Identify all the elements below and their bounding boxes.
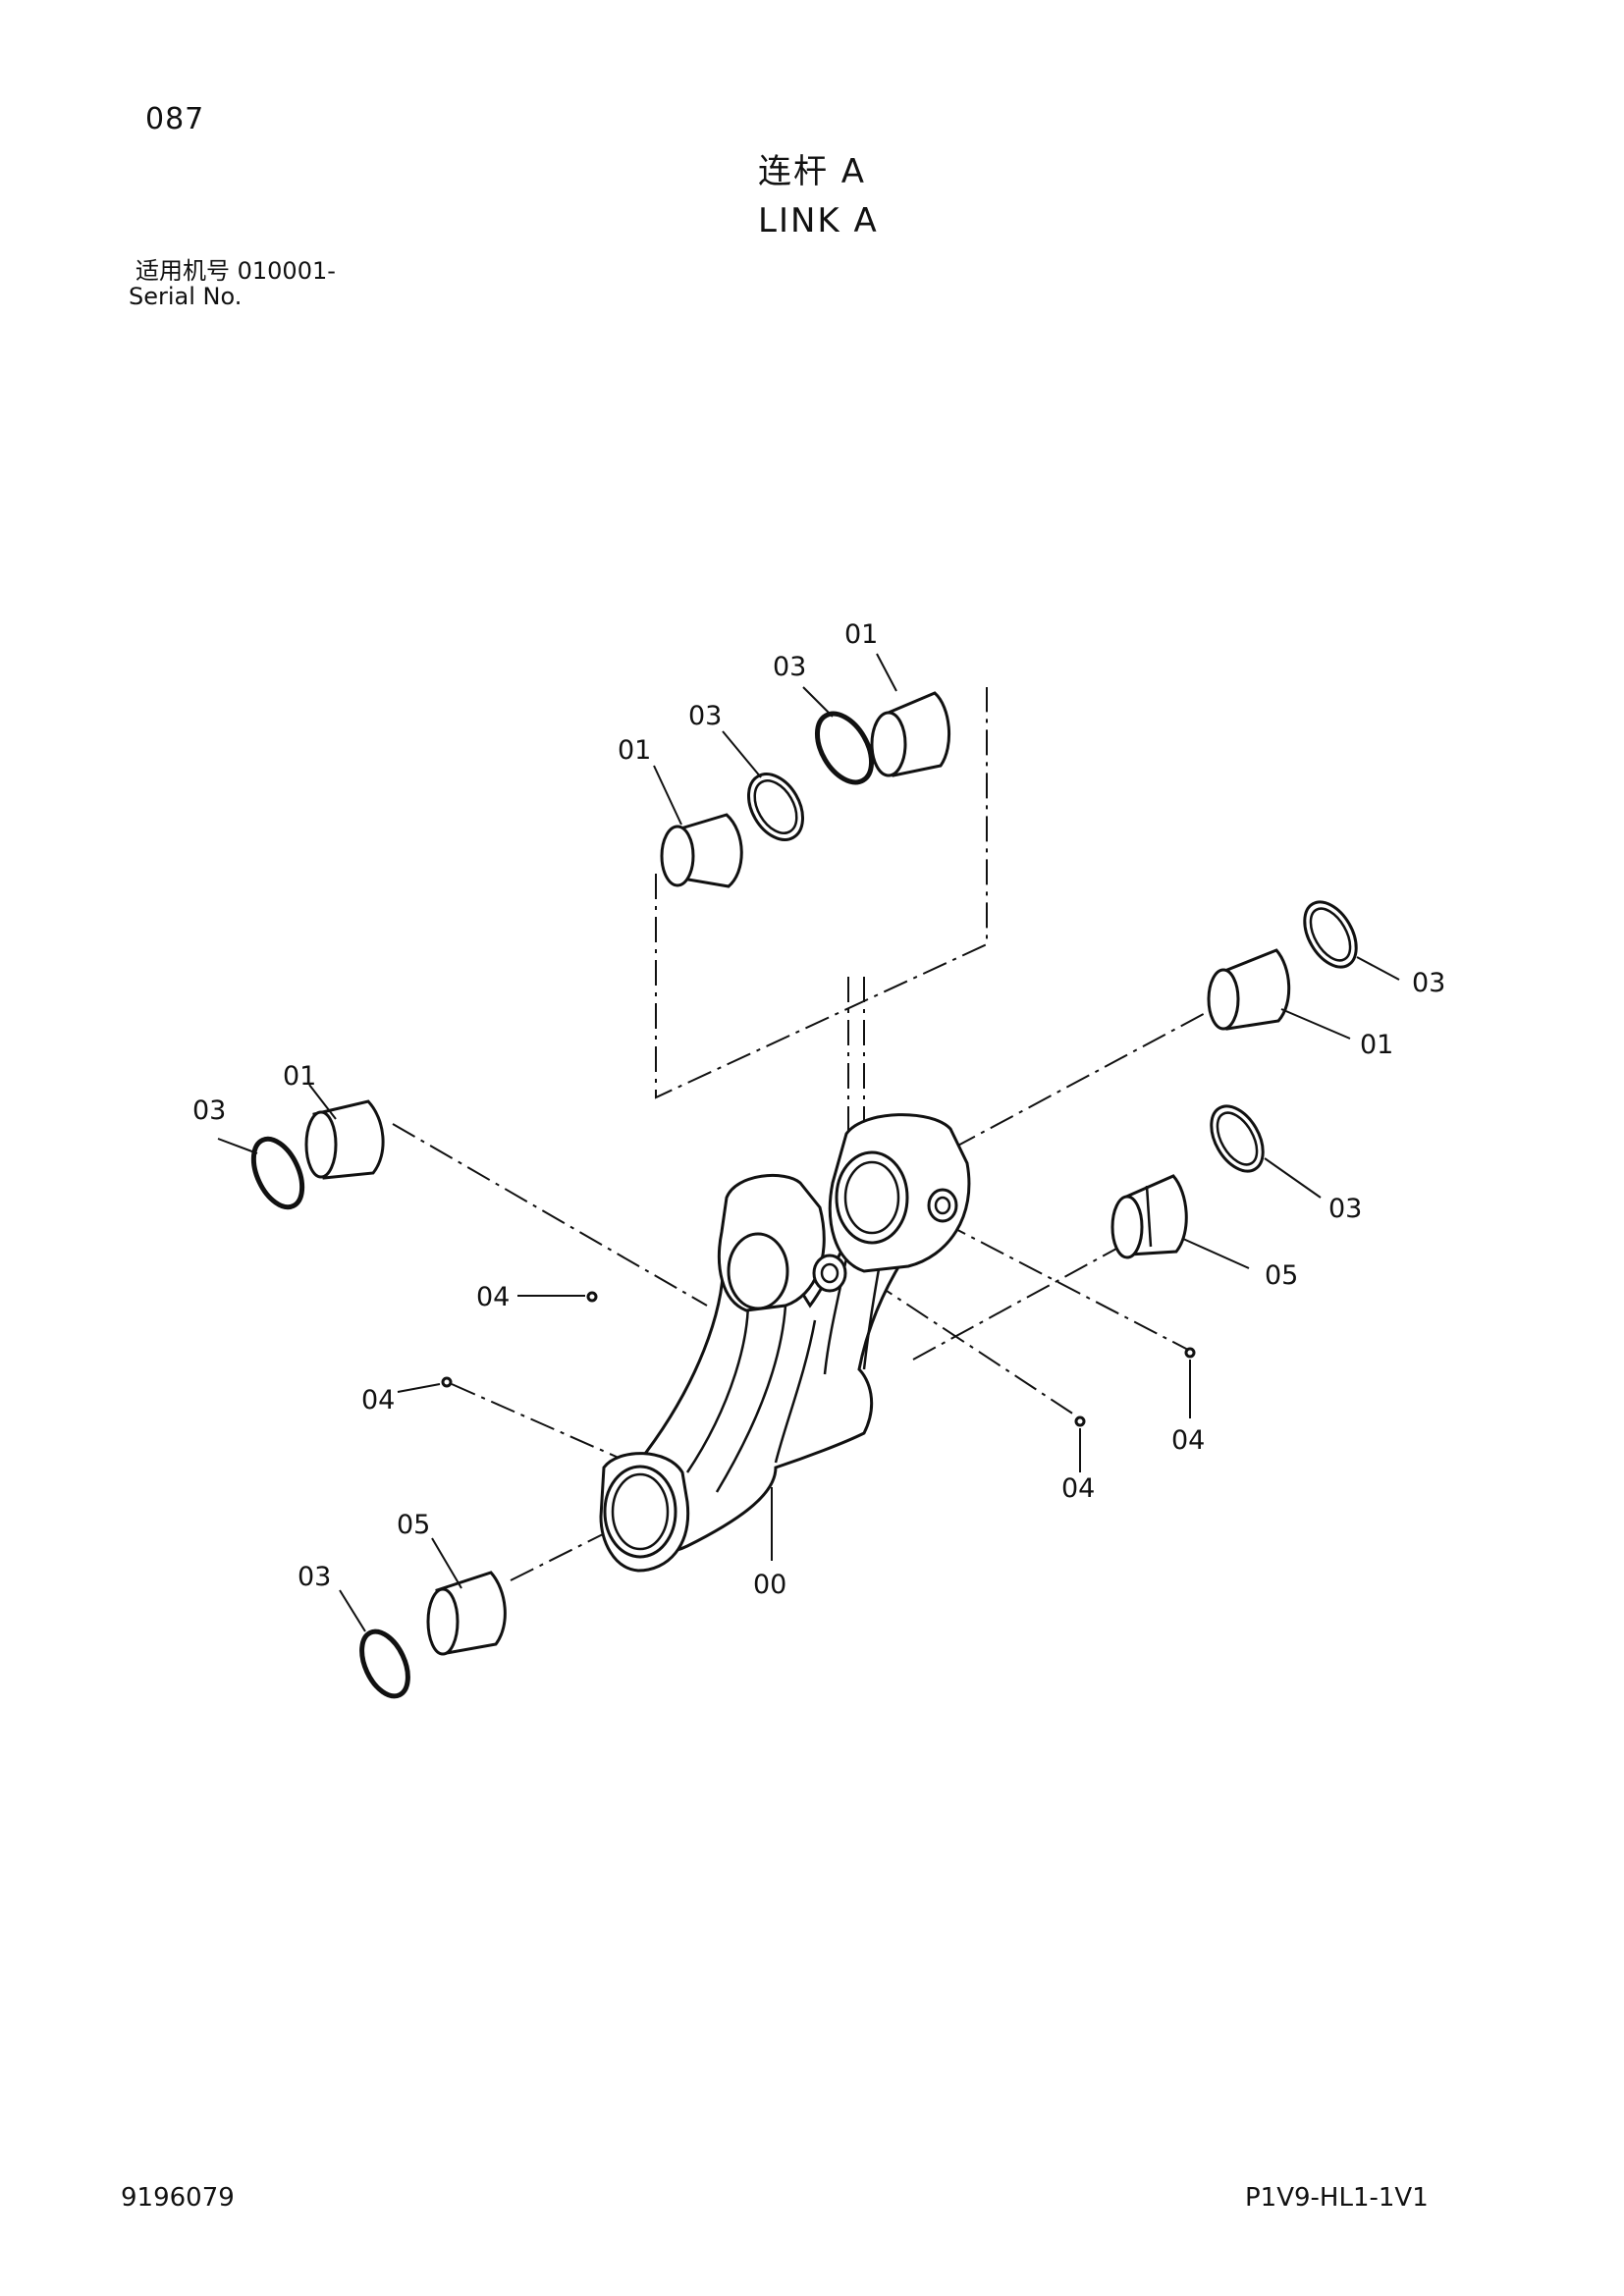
bushing-right-lower bbox=[1110, 1174, 1188, 1259]
serial-number-label-chinese: 适用机号 010001- bbox=[135, 257, 336, 285]
callout-01-left: 01 bbox=[283, 1061, 316, 1092]
document-code: P1V9-HL1-1V1 bbox=[1245, 2183, 1429, 2213]
callout-03-top-left: 03 bbox=[688, 701, 722, 731]
bushing-top-right bbox=[870, 691, 951, 777]
callout-03-right-top: 03 bbox=[1412, 968, 1445, 998]
page-number: 087 bbox=[145, 102, 205, 136]
callout-01-top-left: 01 bbox=[618, 735, 651, 766]
callout-00-link: 00 bbox=[753, 1570, 786, 1600]
bushing-top-left bbox=[660, 813, 743, 888]
bushing-right-upper bbox=[1207, 948, 1291, 1031]
title-chinese: 连杆 A bbox=[758, 152, 867, 191]
leader-lines bbox=[217, 653, 1400, 1632]
seal-rings bbox=[250, 711, 1358, 1699]
callout-04-upper-left: 04 bbox=[476, 1282, 510, 1312]
bushing-left bbox=[304, 1099, 385, 1180]
callout-04-left: 04 bbox=[361, 1385, 395, 1415]
callout-05-right: 05 bbox=[1265, 1260, 1298, 1291]
serial-number-label-english: Serial No. bbox=[129, 283, 243, 310]
callout-03-left: 03 bbox=[192, 1095, 226, 1126]
grease-fittings bbox=[441, 1291, 1196, 1427]
callout-labels: 01 03 03 01 03 01 01 03 03 05 04 04 04 0… bbox=[192, 619, 1445, 1600]
bushing-bottom bbox=[426, 1571, 507, 1656]
callout-03-top-right: 03 bbox=[773, 652, 806, 682]
callout-03-right-mid: 03 bbox=[1328, 1194, 1362, 1224]
callout-01-top-right: 01 bbox=[844, 619, 878, 650]
title-english: LINK A bbox=[758, 201, 879, 240]
callout-04-center: 04 bbox=[1061, 1473, 1095, 1504]
callout-04-right: 04 bbox=[1171, 1425, 1205, 1456]
document-number: 9196079 bbox=[121, 2183, 235, 2213]
link-a-body bbox=[599, 1113, 971, 1573]
callout-03-bottom: 03 bbox=[298, 1562, 331, 1592]
callout-05-bottom: 05 bbox=[397, 1510, 430, 1540]
callout-01-right: 01 bbox=[1360, 1030, 1393, 1060]
